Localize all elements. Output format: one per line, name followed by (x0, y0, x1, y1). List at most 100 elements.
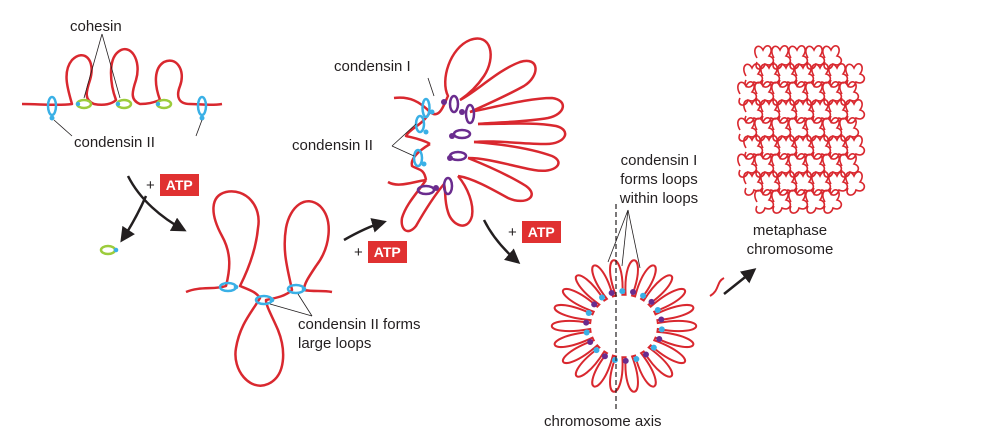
metaphase-loop (754, 117, 775, 142)
metaphase-loop (771, 117, 792, 142)
metaphase-loop (743, 99, 764, 124)
condensin-ii-dot (619, 288, 626, 295)
metaphase-loop (754, 81, 775, 106)
label-condensin-ii-mid: condensin II (292, 137, 373, 154)
condensin-ii-dot (658, 326, 665, 333)
arrow-stage1-to-stage2 (99, 175, 187, 256)
condensin-i-dot (622, 357, 629, 364)
metaphase-loop (822, 81, 843, 106)
metaphase-loop (811, 135, 832, 160)
released-cohesin (99, 244, 117, 256)
metaphase-loop (788, 117, 809, 142)
dna-strand-stage2 (185, 190, 333, 387)
label-chromosome-axis: chromosome axis (544, 413, 662, 430)
condensin-i-dot (583, 319, 590, 326)
metaphase-loop (788, 153, 809, 178)
condensin-i-dot (587, 338, 594, 345)
label-metaphase-2: chromosome (746, 241, 834, 258)
condensin-i-dot (658, 316, 665, 323)
condensin-i-dot (601, 353, 608, 360)
condensin-ii-dot (633, 356, 640, 363)
metaphase-loop (845, 171, 866, 196)
metaphase-loop (845, 135, 866, 160)
metaphase-loop (794, 63, 815, 88)
metaphase-loop (754, 189, 775, 214)
arrow-stage2-to-stage3 (343, 218, 387, 242)
metaphase-loop (788, 45, 809, 70)
metaphase-loop (839, 153, 860, 178)
condensin-ii-dot (640, 292, 647, 299)
condensin-ii-dot (593, 347, 600, 354)
condensin-i-forms-leaders (607, 209, 641, 269)
metaphase-loop (760, 135, 781, 160)
metaphase-loop (822, 189, 843, 214)
label-condensin-i-forms-3: within loops (619, 190, 699, 207)
metaphase-loop (794, 171, 815, 196)
plus-sign: + (354, 243, 363, 261)
condensin-i-dot (642, 351, 649, 358)
metaphase-loop (828, 99, 849, 124)
metaphase-loop (828, 63, 849, 88)
metaphase-chromosome (737, 45, 866, 214)
metaphase-loop (737, 81, 758, 106)
arrow-stage4-to-stage5 (723, 268, 757, 295)
stage3-nested-loops (387, 37, 567, 233)
metaphase-loop (777, 99, 798, 124)
stage2-large-loops (185, 190, 333, 387)
condensin-i-dot (591, 301, 598, 308)
rosette-dna (550, 259, 698, 393)
atp-reagent-3: + ATP (508, 220, 561, 244)
label-condensin-i-mid: condensin I (334, 58, 411, 75)
metaphase-loop (845, 99, 866, 124)
condensin-ii-dot (585, 309, 592, 316)
condensin-ii-dot (583, 329, 590, 336)
label-large-loops: large loops (298, 335, 372, 352)
condensin-ii-dot (599, 294, 606, 301)
metaphase-loop (805, 45, 826, 70)
metaphase-loop (811, 171, 832, 196)
atp-reagent-1: + ATP (146, 173, 199, 197)
label-condensin-ii-forms: condensin II forms (298, 316, 421, 333)
metaphase-loop (794, 99, 815, 124)
atp-badge: ATP (159, 174, 199, 196)
metaphase-loop (771, 45, 792, 70)
metaphase-loop (839, 81, 860, 106)
metaphase-loop (771, 153, 792, 178)
condensin-ii-dot (650, 344, 657, 351)
metaphase-loop (754, 45, 775, 70)
metaphase-loop (760, 63, 781, 88)
metaphase-loop (743, 63, 764, 88)
atp-badge: ATP (367, 241, 407, 263)
condensin-i-dot (630, 289, 637, 296)
arrow-stage3-to-stage4 (482, 219, 521, 264)
stage3-condensins (391, 77, 476, 196)
plus-sign: + (146, 176, 155, 194)
metaphase-loop (845, 63, 866, 88)
metaphase-loop (771, 189, 792, 214)
label-metaphase-1: metaphase (752, 222, 828, 239)
condensin-ii-ring (46, 95, 58, 117)
metaphase-loop (828, 135, 849, 160)
condensin-ii-ring (286, 283, 306, 295)
rosette-dna-tail (709, 277, 725, 297)
metaphase-loop (794, 135, 815, 160)
stage1-chromatin (21, 33, 223, 137)
metaphase-loop (805, 189, 826, 214)
condensin-ii-dot (654, 307, 661, 314)
atp-reagent-2: + ATP (354, 240, 407, 264)
metaphase-loop (777, 135, 798, 160)
dna-strand-stage1 (21, 48, 223, 107)
metaphase-loop (743, 171, 764, 196)
metaphase-loop (737, 117, 758, 142)
metaphase-loop (822, 117, 843, 142)
metaphase-loop (737, 153, 758, 178)
condensin-ii-dot (611, 356, 618, 363)
label-condensin-i-forms-1: condensin I (620, 152, 698, 169)
atp-badge: ATP (521, 221, 561, 243)
metaphase-loop (760, 171, 781, 196)
metaphase-loop (754, 153, 775, 178)
metaphase-loop (760, 99, 781, 124)
stage4-rosette (550, 259, 725, 393)
metaphase-loop (805, 81, 826, 106)
